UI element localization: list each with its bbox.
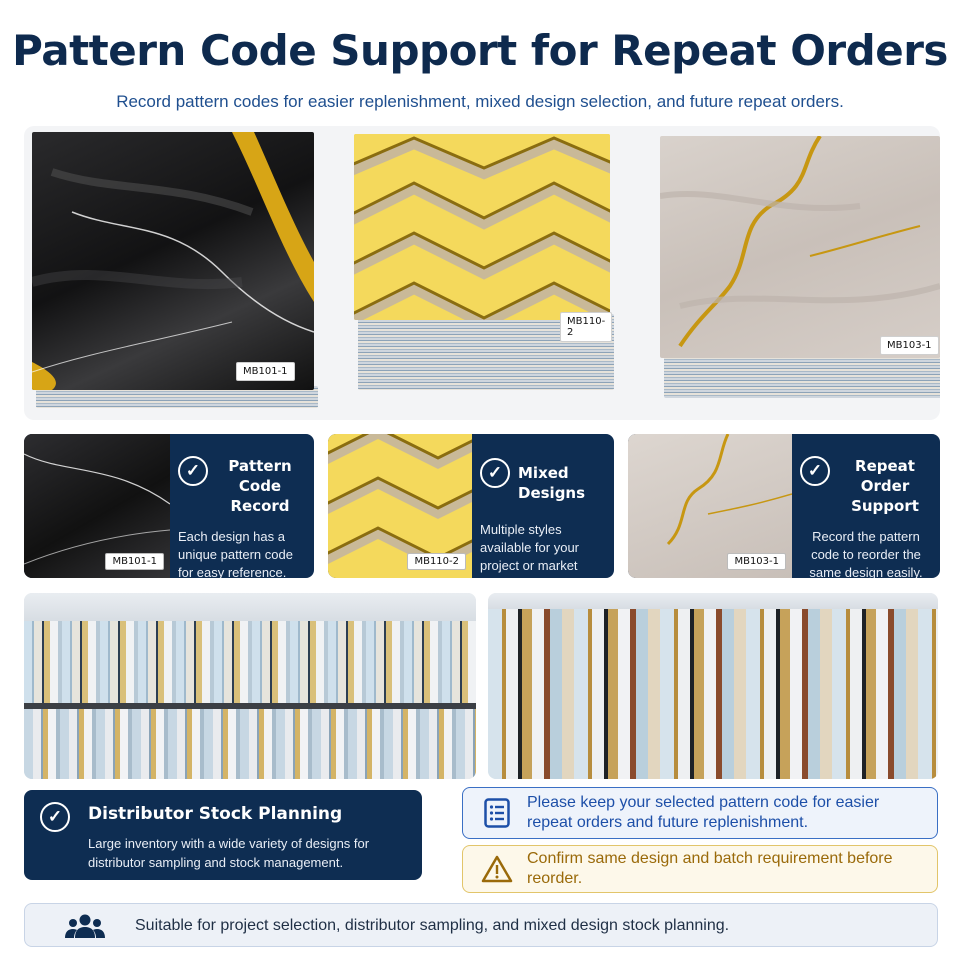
page-subtitle: Record pattern codes for easier replenis… xyxy=(116,92,844,111)
footer-banner: Suitable for project selection, distribu… xyxy=(24,903,938,947)
check-circle-icon: ✓ xyxy=(800,456,830,486)
gold-geometric-pattern xyxy=(354,134,610,320)
check-circle-icon: ✓ xyxy=(480,458,510,488)
thumb-code-label: MB110-2 xyxy=(407,553,466,570)
grey-marble-pattern xyxy=(660,136,940,348)
document-list-icon xyxy=(477,798,517,828)
warehouse-photo-closeup xyxy=(488,593,938,779)
warning-icon xyxy=(477,855,517,883)
product-stack-black: MB101-1 xyxy=(32,132,318,408)
feature-description: Each design has a unique pattern code fo… xyxy=(178,529,293,578)
feature-card-repeat-order: MB103-1 ✓ Repeat Order Support Record th… xyxy=(628,434,940,578)
thumb-gold-geometric: MB110-2 xyxy=(328,434,472,578)
planning-title: Distributor Stock Planning xyxy=(88,804,343,824)
note-confirm-design: Confirm same design and batch requiremen… xyxy=(462,845,938,893)
black-marble-sheet xyxy=(32,132,314,390)
thumb-black-marble: MB101-1 xyxy=(24,434,170,578)
note-text: Confirm same design and batch requiremen… xyxy=(527,850,893,887)
feature-card-pattern-code: MB101-1 ✓ Pattern Code Record Each desig… xyxy=(24,434,314,578)
gold-thumb-pattern xyxy=(328,434,472,570)
product-code-label: MB110-2 xyxy=(560,312,613,342)
note-keep-pattern-code: Please keep your selected pattern code f… xyxy=(462,787,938,839)
check-circle-icon: ✓ xyxy=(40,802,70,832)
product-code-label: MB103-1 xyxy=(880,336,939,355)
thumb-grey-marble: MB103-1 xyxy=(628,434,792,578)
planning-description: Large inventory with a wide variety of d… xyxy=(88,836,370,870)
warehouse-photo-wide xyxy=(24,593,476,779)
feature-description: Multiple styles available for your proje… xyxy=(480,522,579,578)
product-showcase: MB101-1 MB110-2 xyxy=(24,126,940,420)
product-stack-gold: MB110-2 xyxy=(354,134,614,390)
product-code-label: MB101-1 xyxy=(236,362,295,381)
gold-geometric-sheet xyxy=(354,134,610,320)
grey-marble-thumb-pattern xyxy=(666,434,792,546)
note-text: Please keep your selected pattern code f… xyxy=(527,794,880,831)
distributor-stock-planning: ✓ Distributor Stock Planning Large inven… xyxy=(24,790,422,880)
feature-card-mixed-designs: MB110-2 ✓ Mixed Designs Multiple styles … xyxy=(328,434,614,578)
check-circle-icon: ✓ xyxy=(178,456,208,486)
feature-description: Record the pattern code to reorder the s… xyxy=(809,529,923,578)
thumb-code-label: MB103-1 xyxy=(727,553,786,570)
page-title: Pattern Code Support for Repeat Orders xyxy=(12,26,948,75)
feature-title: Pattern Code Record xyxy=(228,457,292,515)
black-marble-pattern xyxy=(32,132,314,390)
black-marble-thumb-pattern xyxy=(24,453,170,565)
feature-title: Mixed Designs xyxy=(518,464,586,502)
grey-marble-sheet xyxy=(660,136,940,358)
footer-text: Suitable for project selection, distribu… xyxy=(135,917,730,934)
thumb-code-label: MB101-1 xyxy=(105,553,164,570)
feature-title: Repeat Order Support xyxy=(851,457,919,515)
product-stack-grey: MB103-1 xyxy=(660,136,940,398)
group-users-icon xyxy=(65,912,105,945)
